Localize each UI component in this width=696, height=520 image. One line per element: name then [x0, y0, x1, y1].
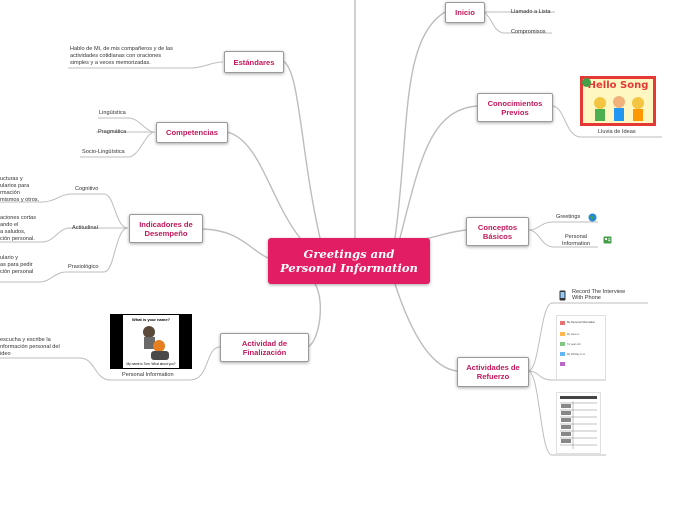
cognitivo-text-3: rmación: [0, 190, 20, 196]
praxiologico-text-3: ción personal: [0, 269, 34, 275]
competencia-socio-linguistica: Socio-Lingüística: [82, 149, 125, 155]
node-competencias[interactable]: Competencias: [156, 122, 228, 143]
inicio-compromisos: Compromisos: [511, 29, 546, 35]
worksheet-interview-table[interactable]: [556, 392, 601, 454]
cognitivo-text-2: ularios para: [0, 183, 30, 189]
thumbnail-question: What is your name?: [131, 317, 170, 322]
phone-icon: [559, 290, 566, 301]
node-estandares[interactable]: Estándares: [224, 51, 284, 73]
worksheet-doodles: [560, 321, 565, 366]
node-actividad-finalizacion[interactable]: Actividad de Finalización: [220, 333, 309, 362]
central-topic[interactable]: Greetings and Personal Information: [268, 238, 430, 284]
cartoon-characters: [143, 326, 169, 360]
cognitivo-text-1: ucturas y: [0, 176, 23, 182]
finalizacion-text-1: escucha y escribe la: [0, 337, 51, 343]
cartoon-kids-drawing: [594, 96, 644, 121]
estandares-text-line-3: simples y a veces memorizadas.: [70, 60, 151, 66]
praxiologico-text-1: ulario y: [0, 255, 19, 261]
actitudinal-text-1: aciones cortas: [0, 215, 37, 221]
worksheet-table-lines: [560, 396, 597, 449]
indicador-actitudinal: Actitudinal: [72, 225, 98, 231]
music-note-badge: [582, 78, 591, 87]
indicador-praxiologico: Praxiológico: [68, 264, 99, 270]
id-card-icon: [603, 236, 612, 244]
node-indicadores-desempeno[interactable]: Indicadores de Desempeño: [129, 214, 203, 243]
actitudinal-text-4: ción personal.: [0, 236, 35, 242]
hello-song-image[interactable]: Hello Song: [580, 76, 656, 126]
personal-information-video-thumbnail[interactable]: What is your name? My name is Tom. What …: [110, 314, 192, 369]
actitudinal-text-2: ando el: [0, 222, 19, 228]
competencia-linguistica: Lingüística: [99, 110, 126, 116]
node-conceptos-basicos[interactable]: Conceptos Básicos: [466, 217, 529, 246]
worksheet-personal-information[interactable]: My Personal Information My name is I'm y…: [556, 315, 606, 380]
record-interview-line-1: Record The Interview: [572, 289, 626, 295]
node-inicio[interactable]: Inicio: [445, 2, 485, 23]
lluvia-de-ideas-caption: Lluvia de Ideas: [598, 129, 636, 135]
finalizacion-text-3: ideo: [0, 351, 11, 357]
indicador-cognitivo: Cognitivo: [75, 186, 99, 192]
praxiologico-text-2: as para pedir: [0, 262, 33, 268]
estandares-text-line-1: Hablo de Mí, de mis compañeros y de las: [70, 46, 173, 52]
personal-information-caption: Personal Information: [122, 372, 174, 378]
competencia-pragmatica: Pragmática: [98, 129, 127, 135]
estandares-text-line-2: actividades cotidianas con oraciones: [70, 53, 162, 59]
cognitivo-text-4: mismos y otros.: [0, 197, 40, 203]
node-conocimientos-previos[interactable]: Conocimientos Previos: [477, 93, 553, 122]
worksheet-title: My Personal Information: [567, 321, 596, 324]
record-interview-line-2: With Phone: [572, 295, 601, 301]
worksheet-line-3: My birthday is on: [567, 353, 586, 356]
worksheet-line-1: My name is: [567, 333, 580, 336]
hello-song-title: Hello Song: [587, 80, 649, 91]
thumbnail-answer: My name is Tom. What about you?: [126, 362, 176, 366]
globe-icon: [588, 213, 597, 222]
node-actividades-refuerzo[interactable]: Actividades de Refuerzo: [457, 357, 529, 387]
finalizacion-text-2: nformación personal del: [0, 344, 60, 350]
worksheet-line-2: I'm years old: [567, 343, 581, 346]
concepto-greetings: Greetings: [556, 214, 581, 220]
inicio-llamado-a-lista: Llamado a Lista: [511, 9, 551, 15]
concepto-personal-information: Personal Information: [562, 234, 590, 247]
actitudinal-text-3: a saludos,: [0, 229, 26, 235]
